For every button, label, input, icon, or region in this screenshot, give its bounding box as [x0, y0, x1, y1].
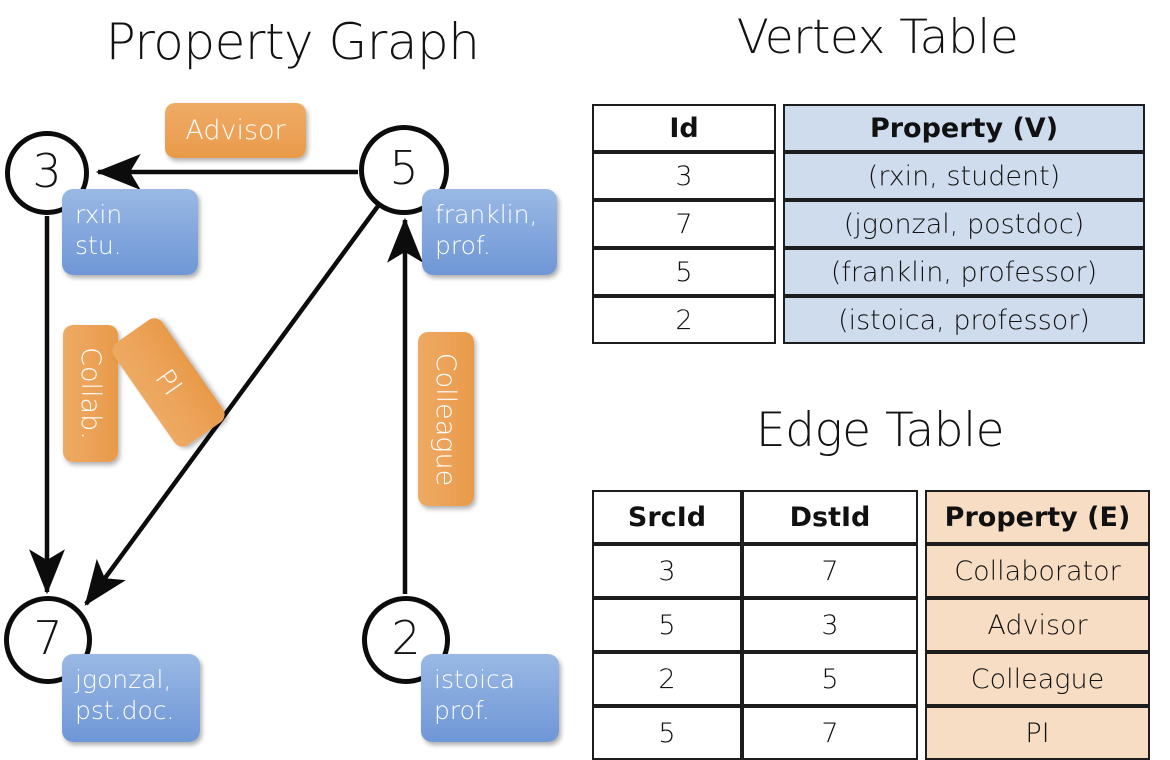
graph-node-5[interactable]: 5: [359, 125, 449, 215]
column-gap: [918, 490, 925, 544]
column-gap: [776, 104, 783, 152]
column-gap: [776, 200, 783, 248]
vertex-property-box-7-line2: pst.doc.: [75, 695, 175, 725]
table-row: 2 5 Colleague: [592, 652, 1150, 706]
graph-node-2-label: 2: [391, 611, 421, 665]
table-row: 7 (jgonzal, postdoc): [592, 200, 1145, 248]
graph-node-3-label: 3: [32, 144, 62, 198]
vertex-property-box-2-line1: istoica: [434, 665, 516, 694]
vertex-table-cell-property: (jgonzal, postdoc): [783, 200, 1145, 248]
table-header-row: Id Property (V): [592, 104, 1145, 152]
page-title-edge-table: Edge Table: [755, 403, 1005, 458]
vertex-property-box-5: franklin, prof.: [422, 189, 557, 275]
column-gap: [918, 544, 925, 598]
edge-table-cell-srcid: 5: [592, 598, 742, 652]
edge-label-collab-text: Collab.: [75, 347, 106, 440]
vertex-table-cell-id: 7: [592, 200, 776, 248]
vertex-property-box-5-line1: franklin,: [435, 200, 538, 229]
edge-table-cell-srcid: 2: [592, 652, 742, 706]
edge-label-colleague-text: Colleague: [430, 352, 462, 486]
edge-label-advisor-text: Advisor: [185, 115, 286, 146]
vertex-table-cell-property: (franklin, professor): [783, 248, 1145, 296]
graph-edges: [29, 154, 423, 606]
vertex-property-box-7-line1: jgonzal,: [75, 665, 172, 694]
vertex-property-box-7: jgonzal, pst.doc.: [62, 654, 200, 742]
edge-label-pi-text: PI: [148, 363, 189, 402]
edge-5-to-7: [84, 204, 380, 606]
edge-table: SrcId DstId Property (E) 3 7 Collaborato…: [592, 490, 1150, 760]
edge-table-cell-dstid: 7: [742, 544, 918, 598]
edge-label-colleague: Colleague: [418, 332, 474, 506]
edge-table-cell-dstid: 3: [742, 598, 918, 652]
vertex-table: Id Property (V) 3 (rxin, student) 7 (jgo…: [592, 104, 1145, 344]
vertex-property-box-3-line1: rxin: [75, 200, 123, 229]
vertex-table-cell-property: (rxin, student): [783, 152, 1145, 200]
vertex-property-box-3: rxin stu.: [62, 189, 198, 275]
column-gap: [776, 152, 783, 200]
edge-label-collab: Collab.: [63, 325, 118, 462]
table-row: 5 3 Advisor: [592, 598, 1150, 652]
graph-node-7-label: 7: [33, 611, 63, 665]
vertex-table-cell-id: 3: [592, 152, 776, 200]
edge-table-cell-srcid: 5: [592, 706, 742, 760]
edge-table-cell-property: PI: [925, 706, 1150, 760]
vertex-table-cell-property: (istoica, professor): [783, 296, 1145, 344]
edge-table-header-srcid: SrcId: [592, 490, 742, 544]
edge-table-cell-dstid: 5: [742, 652, 918, 706]
column-gap: [776, 248, 783, 296]
graph-node-2[interactable]: 2: [362, 596, 450, 684]
table-row: 5 (franklin, professor): [592, 248, 1145, 296]
vertex-property-box-5-line2: prof.: [435, 230, 491, 260]
table-header-row: SrcId DstId Property (E): [592, 490, 1150, 544]
edge-table-cell-property: Advisor: [925, 598, 1150, 652]
edge-label-advisor: Advisor: [165, 103, 306, 158]
column-gap: [776, 296, 783, 344]
edge-table-header-dstid: DstId: [742, 490, 918, 544]
graph-node-5-label: 5: [389, 141, 419, 195]
vertex-table-header-id: Id: [592, 104, 776, 152]
edge-table-cell-dstid: 7: [742, 706, 918, 760]
vertex-property-box-2: istoica prof.: [421, 654, 559, 742]
vertex-table-header-property: Property (V): [783, 104, 1145, 152]
table-row: 3 (rxin, student): [592, 152, 1145, 200]
edge-table-header-property: Property (E): [925, 490, 1150, 544]
vertex-property-box-3-line2: stu.: [75, 230, 122, 260]
page-title-property-graph: Property Graph: [105, 13, 480, 71]
vertex-table-cell-id: 5: [592, 248, 776, 296]
vertex-property-box-2-line2: prof.: [434, 695, 490, 725]
table-row: 3 7 Collaborator: [592, 544, 1150, 598]
table-row: 2 (istoica, professor): [592, 296, 1145, 344]
vertex-table-cell-id: 2: [592, 296, 776, 344]
edge-table-cell-property: Colleague: [925, 652, 1150, 706]
column-gap: [918, 706, 925, 760]
edge-table-cell-srcid: 3: [592, 544, 742, 598]
table-row: 5 7 PI: [592, 706, 1150, 760]
page-title-vertex-table: Vertex Table: [736, 10, 1019, 65]
column-gap: [918, 598, 925, 652]
column-gap: [918, 652, 925, 706]
edge-table-cell-property: Collaborator: [925, 544, 1150, 598]
